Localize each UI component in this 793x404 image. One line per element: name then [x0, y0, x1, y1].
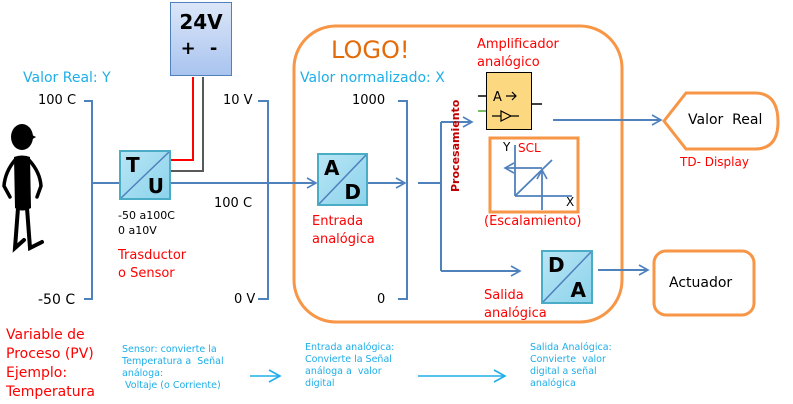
adc-label-1: Entrada: [312, 214, 364, 229]
scaling-y-label: Y: [503, 140, 511, 154]
adc-bottom-letter: D: [344, 180, 361, 204]
scaling-curve: [514, 159, 553, 197]
block-diagonal: [543, 252, 591, 302]
dac-bottom-letter: A: [570, 278, 586, 302]
real-value-max: 100 C: [38, 93, 77, 108]
scaling-caption: (Escalamiento): [484, 214, 582, 229]
display-label: Valor Real: [688, 112, 763, 128]
scaling-x-label: X: [566, 195, 575, 209]
person-icon: [2, 124, 44, 253]
display-shape: [662, 91, 780, 151]
actuator-shape: [652, 249, 756, 317]
transducer-label: Trasductor o Sensor: [118, 247, 186, 283]
dac-block: D A: [541, 250, 593, 304]
block-diagonal: [121, 152, 169, 198]
logo-title: LOGO!: [331, 36, 410, 64]
power-wire-positive: [170, 77, 194, 161]
normalized-min: 0: [377, 292, 386, 307]
power-supply-polarity: + -: [180, 38, 222, 59]
output-note: Salida Analógica: Convierte valor digita…: [530, 342, 612, 389]
transducer-range-temp: -50 a100C: [118, 209, 175, 222]
processing-label: Procesamiento: [449, 99, 462, 192]
display-caption: TD- Display: [680, 155, 749, 169]
voltage-min: 0 V: [234, 292, 256, 307]
transducer-range-volt: 0 a10V: [118, 224, 157, 237]
voltage-max: 10 V: [223, 93, 253, 108]
voltage-mid-temp: 100 C: [214, 196, 253, 211]
normalized-scale-bracket: [398, 100, 408, 300]
process-variable-label: Variable de Proceso (PV) Ejemplo: Temper…: [6, 326, 95, 402]
pv-line-1: Variable de: [6, 327, 85, 343]
adc-label: Entrada analógica: [312, 213, 375, 249]
transducer-label-1: Trasductor: [118, 248, 187, 263]
transducer-top-letter: T: [126, 153, 140, 177]
transducer-block: T U: [119, 150, 171, 200]
dac-label-2: analógica: [484, 306, 547, 321]
amplifier-label-2: analógico: [477, 55, 540, 70]
normalized-value-title: Valor normalizado: X: [300, 70, 445, 86]
dac-label-1: Salida: [484, 288, 524, 303]
input-note: Entrada analógica: Convierte la Señal an…: [305, 342, 395, 389]
power-wire-negative: [170, 77, 204, 172]
left-scale-bracket: [84, 100, 93, 300]
scaling-title: SCL: [518, 141, 541, 155]
scaling-box: [488, 136, 580, 214]
block-diagonal: [319, 155, 366, 204]
pv-line-4: Temperatura: [6, 384, 95, 400]
sensor-note: Sensor: convierte la Temperatura a Señal…: [122, 344, 224, 391]
voltage-scale-bracket: [258, 100, 269, 300]
transducer-label-2: o Sensor: [118, 266, 175, 281]
logo-container: [292, 24, 624, 324]
real-value-min: -50 C: [38, 292, 76, 308]
amplifier-block: [486, 72, 532, 130]
power-supply: 24V + -: [170, 2, 232, 76]
adc-label-2: analógica: [312, 232, 375, 247]
transducer-range: -50 a100C 0 a10V: [118, 208, 175, 238]
amplifier-label-1: Amplificador: [477, 37, 559, 52]
actuator-label: Actuador: [669, 275, 733, 291]
pv-line-2: Proceso (PV): [6, 346, 94, 362]
real-value-title: Valor Real: Y: [23, 70, 111, 86]
normalized-max: 1000: [352, 93, 386, 108]
dac-top-letter: D: [548, 253, 565, 277]
transducer-bottom-letter: U: [147, 174, 164, 198]
pv-line-3: Ejemplo:: [6, 365, 68, 381]
adc-block: A D: [317, 153, 368, 206]
amplifier-label: Amplificador analógico: [477, 36, 559, 72]
power-supply-voltage: 24V: [179, 10, 223, 34]
adc-top-letter: A: [324, 156, 340, 180]
dac-label: Salida analógica: [484, 287, 547, 323]
